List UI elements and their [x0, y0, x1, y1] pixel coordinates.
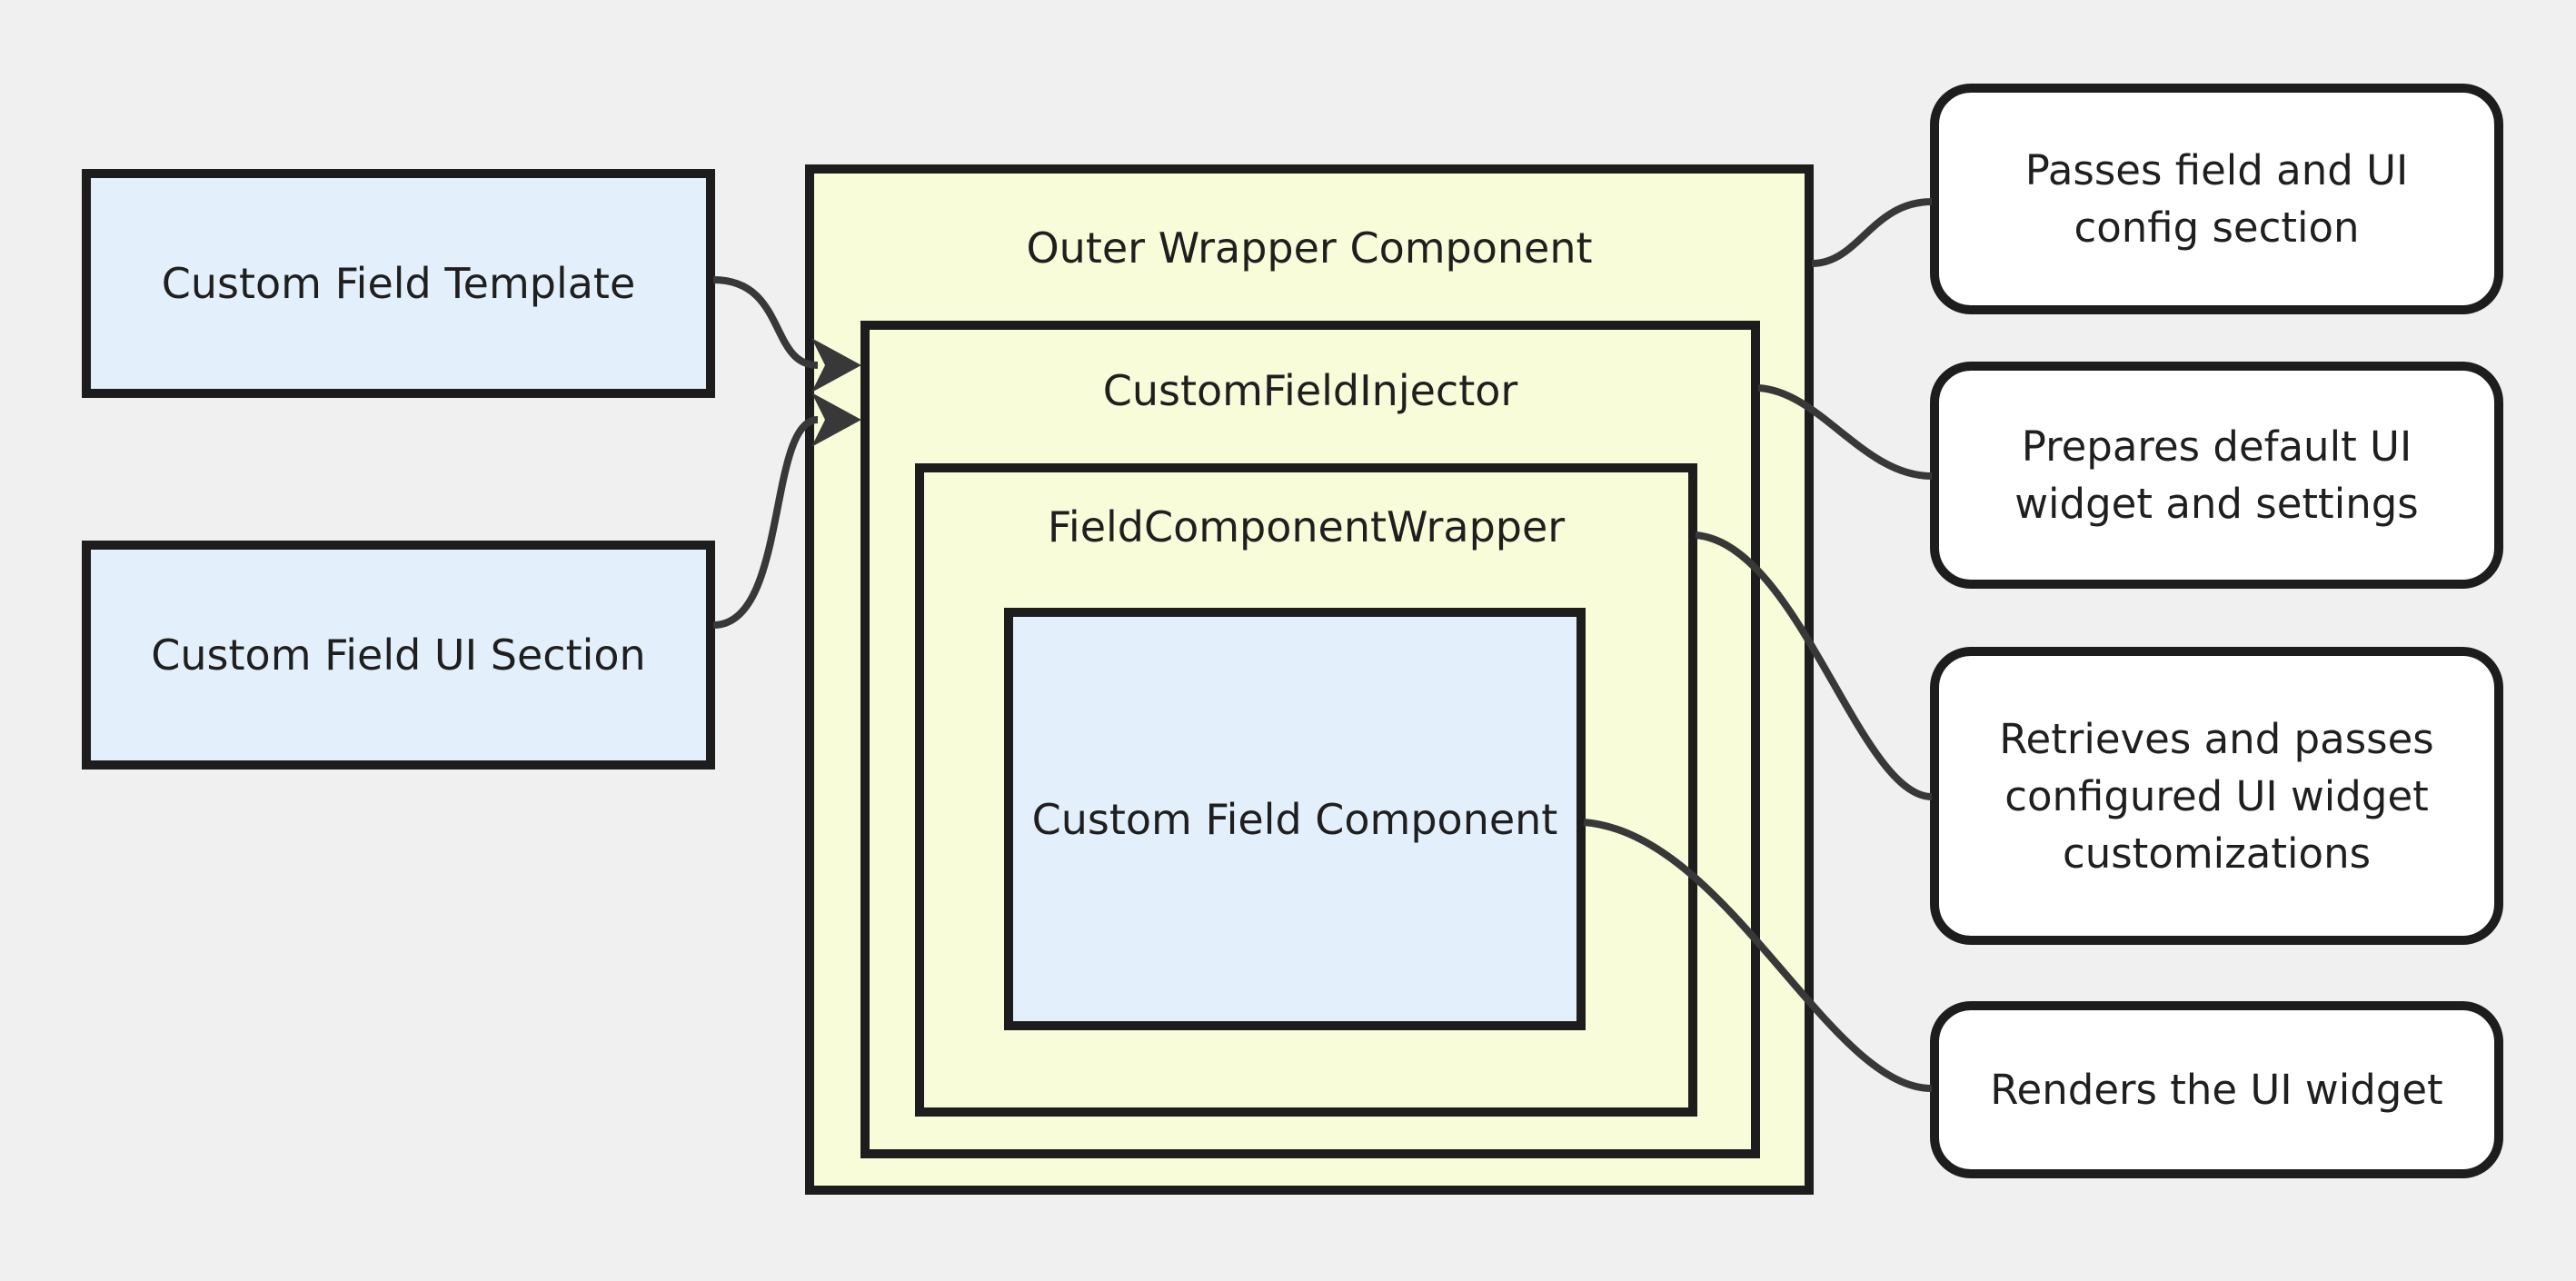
subgraph-custom-field-injector: CustomFieldInjector FieldComponentWrappe… — [860, 321, 1760, 1158]
annotation-retrieves-and-passes-configured-ui-widget-customizations: Retrieves and passes configured UI widge… — [1930, 647, 2503, 945]
annotation-retrieves-and-passes-configured-ui-widget-customizations-label: Retrieves and passes configured UI widge… — [1999, 714, 2434, 878]
subgraph-custom-field-injector-title: CustomFieldInjector — [1102, 366, 1518, 415]
node-custom-field-component: Custom Field Component — [1004, 608, 1586, 1030]
edge-template-to-injector — [712, 276, 819, 369]
edge-ui-section-to-injector — [712, 416, 819, 629]
annotation-renders-the-ui-widget: Renders the UI widget — [1930, 1001, 2503, 1178]
node-custom-field-ui-section-label: Custom Field UI Section — [151, 631, 646, 680]
node-custom-field-template-label: Custom Field Template — [161, 259, 636, 308]
node-custom-field-component-label: Custom Field Component — [1031, 794, 1558, 844]
annotation-passes-field-and-ui-config-section: Passes field and UI config section — [1930, 84, 2503, 314]
annotation-prepares-default-ui-widget-and-settings: Prepares default UI widget and settings — [1930, 362, 2503, 589]
subgraph-field-component-wrapper-title: FieldComponentWrapper — [1047, 502, 1566, 551]
annotation-prepares-default-ui-widget-and-settings-label: Prepares default UI widget and settings — [2014, 422, 2419, 528]
subgraph-outer-wrapper-component: Outer Wrapper Component CustomFieldInjec… — [805, 164, 1814, 1195]
node-custom-field-template: Custom Field Template — [82, 169, 715, 398]
subgraph-field-component-wrapper: FieldComponentWrapper Custom Field Compo… — [915, 463, 1697, 1117]
subgraph-outer-wrapper-component-title: Outer Wrapper Component — [1026, 223, 1593, 273]
annotation-renders-the-ui-widget-label: Renders the UI widget — [1990, 1066, 2443, 1114]
edge-outer-wrapper-to-annotation-1 — [1811, 198, 1933, 267]
annotation-passes-field-and-ui-config-section-label: Passes field and UI config section — [2024, 146, 2409, 252]
node-custom-field-ui-section: Custom Field UI Section — [82, 541, 715, 770]
